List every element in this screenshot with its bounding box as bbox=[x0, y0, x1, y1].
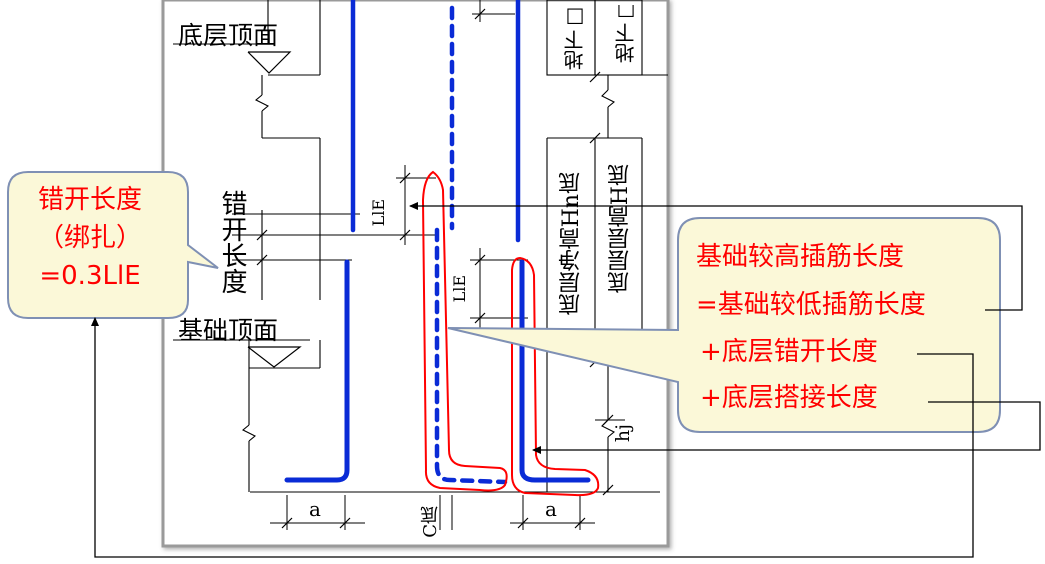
label-floor-height: 底层层高H底 bbox=[608, 164, 633, 294]
callout-right-line1: 基础较高插筋长度 bbox=[696, 242, 905, 272]
top-dimension-tick bbox=[472, 0, 515, 22]
label-foundation-top: 基础顶面 bbox=[178, 316, 279, 345]
label-underground-1: 地下□ bbox=[563, 8, 587, 70]
rebar-right-lower bbox=[519, 259, 591, 483]
callout-right-bubble bbox=[447, 217, 1001, 433]
elevation-markers bbox=[247, 51, 302, 368]
label-stagger-length: 错开长度 bbox=[217, 190, 247, 294]
leader-arrows bbox=[91, 202, 1041, 558]
label-lle-upper: LlE bbox=[369, 199, 388, 227]
drawing-frame bbox=[161, 0, 670, 548]
bottom-dimension bbox=[250, 491, 660, 530]
callout-right-line3: +底层错开长度 bbox=[700, 337, 878, 367]
label-a-right: a bbox=[545, 497, 557, 521]
stagger-dimension bbox=[232, 213, 420, 270]
red-highlights bbox=[421, 170, 600, 497]
leader-formula-line3 bbox=[91, 317, 974, 558]
callout-left-line2: （绑扎） bbox=[37, 223, 142, 253]
label-c-bottom: C底 bbox=[420, 506, 441, 538]
leader-formula-line2 bbox=[409, 202, 1023, 311]
rebar-left-lower bbox=[284, 259, 350, 483]
label-lle-lower: LlE bbox=[450, 275, 469, 303]
lle-upper-dimension bbox=[396, 165, 436, 245]
label-hj: hj bbox=[612, 424, 634, 443]
label-a-left: a bbox=[309, 497, 321, 521]
label-bottom-floor-top: 底层顶面 bbox=[178, 21, 279, 50]
label-clear-height: 底层净高Hn底 bbox=[559, 172, 584, 316]
callout-right-line4: +底层搭接长度 bbox=[700, 383, 878, 413]
red-highlight-center-bar bbox=[421, 170, 508, 492]
rebar-center-dashed-lower bbox=[434, 227, 508, 485]
callout-left-line3: =0.3LlE bbox=[39, 261, 141, 291]
callout-left-line1: 错开长度 bbox=[37, 185, 142, 215]
leader-formula-line4 bbox=[532, 401, 1041, 454]
red-highlight-right-bar bbox=[511, 256, 600, 497]
callout-right-line2: =基础较低插筋长度 bbox=[696, 290, 926, 320]
callout-left-bubble bbox=[7, 171, 219, 319]
label-underground-2: 地下□ bbox=[614, 5, 638, 63]
rebars bbox=[284, 0, 591, 485]
lle-lower-dimension bbox=[470, 248, 528, 328]
